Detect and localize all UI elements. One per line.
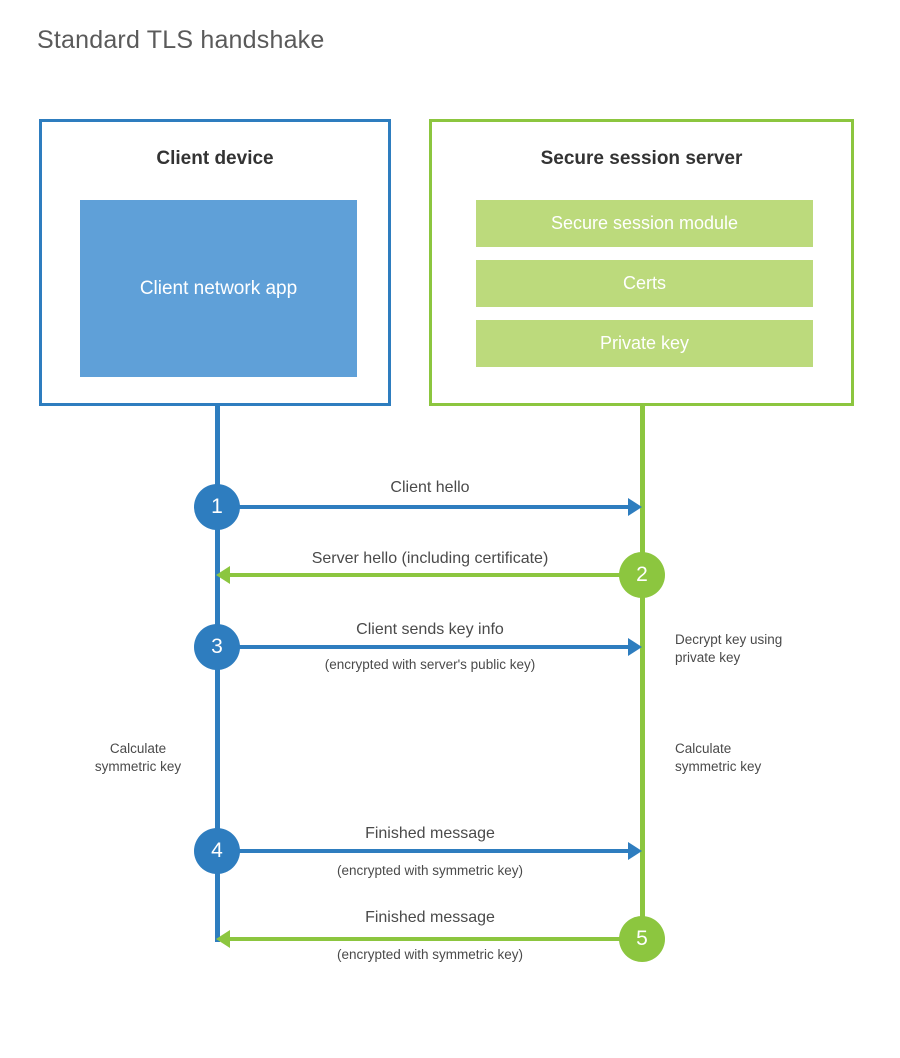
- client-device-title: Client device: [156, 148, 274, 169]
- note-server-calculate-line2: symmetric key: [675, 759, 762, 775]
- secure-session-server-title: Secure session server: [540, 148, 743, 169]
- note-client-calculate-symmetric-key: Calculate symmetric key: [88, 740, 188, 776]
- client-lifeline: [215, 404, 220, 942]
- step-3-arrow-head: [628, 638, 642, 656]
- client-network-app-block: Client network app: [80, 200, 357, 377]
- secure-session-server-box: Secure session server Secure session mod…: [429, 119, 854, 406]
- note-client-calculate-line2: symmetric key: [94, 759, 182, 775]
- note-decrypt-key-line2: private key: [675, 650, 741, 666]
- step-4-arrow-head: [628, 842, 642, 860]
- server-module-list: Secure session module Certs Private key: [476, 200, 813, 367]
- step-5-label: Finished message: [365, 909, 495, 926]
- step-5-sub-label: (encrypted with symmetric key): [336, 947, 524, 962]
- note-server-calculate-symmetric-key: Calculate symmetric key: [675, 740, 835, 776]
- step-5-arrow-line: [230, 937, 642, 941]
- step-1-arrow-line: [217, 505, 628, 509]
- server-module-private-key: Private key: [476, 320, 813, 367]
- step-3-circle[interactable]: 3: [194, 624, 240, 670]
- step-1-label: Client hello: [390, 479, 470, 496]
- step-5-arrow-head: [216, 930, 230, 948]
- step-2-arrow-line: [230, 573, 642, 577]
- server-module-secure-session-module: Secure session module: [476, 200, 813, 247]
- step-4-circle[interactable]: 4: [194, 828, 240, 874]
- step-4-arrow-line: [217, 849, 628, 853]
- client-device-box: Client device Client network app: [39, 119, 391, 406]
- note-decrypt-key: Decrypt key using private key: [675, 631, 865, 667]
- note-client-calculate-line1: Calculate: [109, 741, 167, 756]
- step-2-label: Server hello (including certificate): [311, 550, 549, 567]
- step-1-arrow-head: [628, 498, 642, 516]
- server-lifeline: [640, 404, 645, 942]
- step-2-arrow-head: [216, 566, 230, 584]
- server-module-certs: Certs: [476, 260, 813, 307]
- step-3-arrow-line: [217, 645, 628, 649]
- step-4-label: Finished message: [365, 825, 495, 842]
- step-2-circle[interactable]: 2: [619, 552, 665, 598]
- step-3-label: Client sends key info: [356, 621, 504, 638]
- step-5-circle[interactable]: 5: [619, 916, 665, 962]
- note-server-calculate-line1: Calculate: [675, 741, 732, 756]
- note-decrypt-key-line1: Decrypt key using: [675, 632, 783, 647]
- step-3-sub-label: (encrypted with server's public key): [324, 657, 536, 672]
- step-1-circle[interactable]: 1: [194, 484, 240, 530]
- step-4-sub-label: (encrypted with symmetric key): [336, 863, 524, 878]
- page-title: Standard TLS handshake: [37, 26, 325, 54]
